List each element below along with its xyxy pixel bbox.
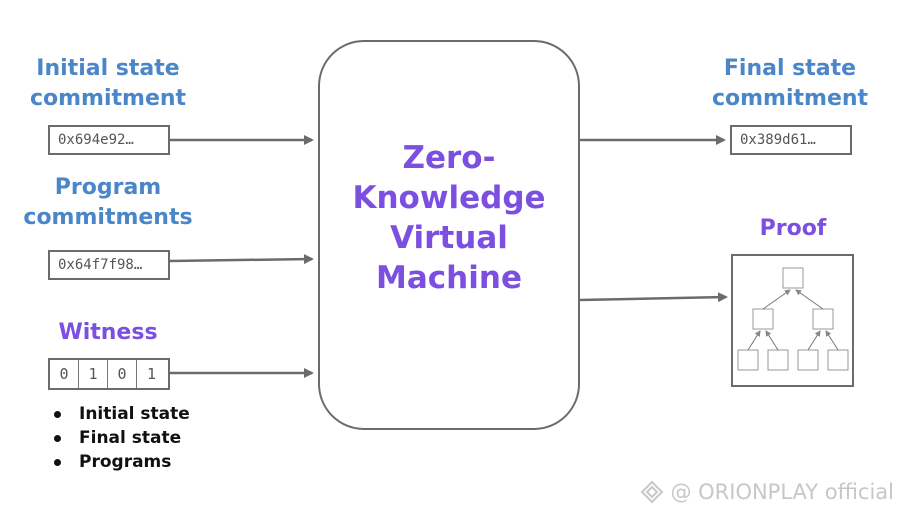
list-item: Initial state <box>48 402 190 426</box>
proof-box <box>731 254 854 387</box>
bullet-icon <box>54 435 61 442</box>
list-item: Final state <box>48 426 190 450</box>
witness-label: Witness <box>58 320 158 345</box>
program-value: 0x64f7f98… <box>58 257 143 273</box>
witness-bits: 0 1 0 1 <box>48 358 170 390</box>
zkvm-box <box>318 40 580 430</box>
witness-contents-list: Initial state Final state Programs <box>48 402 190 474</box>
witness-bit: 0 <box>108 360 137 388</box>
initial-state-label: Initial state commitment <box>29 56 187 111</box>
arrow-program <box>169 254 314 265</box>
arrow-proof <box>579 292 728 303</box>
merkle-tree-icon <box>737 267 849 371</box>
final-state-value-box: 0x389d61… <box>730 125 852 155</box>
final-state-value: 0x389d61… <box>740 132 816 148</box>
zkvm-title: Zero- Knowledge Virtual Machine <box>352 140 546 296</box>
watermark-text: @ ORIONPLAY official <box>670 480 894 504</box>
bullet-icon <box>54 411 61 418</box>
witness-bit: 1 <box>79 360 108 388</box>
watermark: @ ORIONPLAY official <box>640 480 894 504</box>
witness-bit: 0 <box>50 360 79 388</box>
bullet-icon <box>54 459 61 466</box>
initial-state-value: 0x694e92… <box>58 132 134 148</box>
witness-bit: 1 <box>146 365 157 383</box>
initial-state-value-box: 0x694e92… <box>48 125 170 155</box>
proof-label: Proof <box>759 216 827 241</box>
list-item: Programs <box>48 450 190 474</box>
diamond-logo-icon <box>641 480 664 504</box>
program-value-box: 0x64f7f98… <box>48 250 170 280</box>
final-state-label: Final state commitment <box>711 56 869 111</box>
program-commitments-label: Program commitments <box>23 175 193 230</box>
